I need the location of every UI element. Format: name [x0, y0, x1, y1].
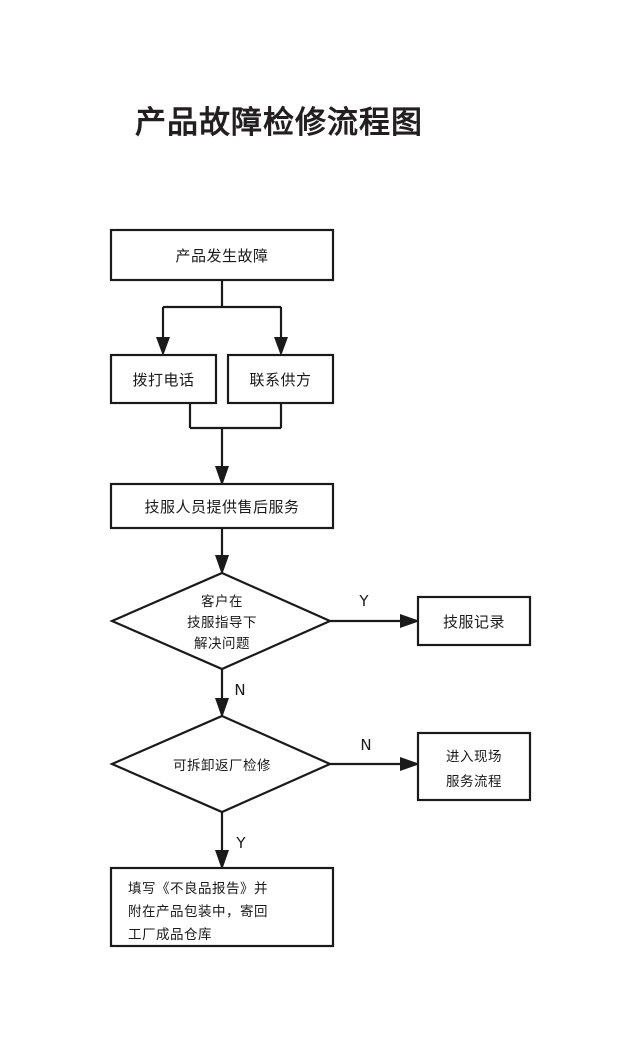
page-title: 产品故障检修流程图: [135, 105, 423, 141]
edge-calls-to-service: [188, 403, 283, 486]
node-label: 联系供方: [249, 371, 311, 389]
edge-decision1-no-to-decision2: [215, 669, 229, 718]
node-decision-customer-resolved[interactable]: 客户在 技服指导下 解决问题: [109, 571, 333, 671]
node-box[interactable]: [109, 353, 218, 405]
node-label: 产品发生故障: [175, 247, 268, 265]
node-label: 技服人员提供售后服务: [144, 498, 299, 516]
node-label: 技服记录: [443, 613, 505, 631]
edge-label-no-1: N: [234, 681, 245, 699]
node-label-line-1: 客户在: [201, 593, 243, 610]
edge-failure-to-split: [156, 280, 288, 356]
node-diamond[interactable]: [109, 571, 333, 671]
edge-label-no-2: N: [360, 736, 371, 754]
node-label-line-3: 工厂成品仓库: [128, 927, 212, 943]
node-after-sales-service[interactable]: 技服人员提供售后服务: [109, 482, 335, 530]
edge-decision1-yes-to-record: [330, 614, 420, 628]
node-label-line-1: 填写《不良品报告》并: [128, 881, 268, 897]
edge-decision2-no-to-onsite: [330, 757, 420, 771]
node-label-line-2: 服务流程: [446, 774, 502, 790]
node-box[interactable]: [416, 595, 532, 647]
node-box[interactable]: [109, 228, 335, 282]
edge-service-to-decision1: [215, 528, 229, 575]
arrowhead-icon: [274, 337, 288, 356]
node-service-record[interactable]: 技服记录: [416, 595, 532, 647]
arrowhead-icon: [156, 337, 170, 356]
arrowhead-icon: [215, 555, 229, 575]
node-label: 可拆卸返厂检修: [173, 758, 271, 774]
node-label-line-2: 技服指导下: [187, 615, 257, 631]
edge-label-yes-1: Y: [358, 592, 369, 610]
node-onsite-service-process[interactable]: 进入现场 服务流程: [416, 731, 532, 802]
node-make-call[interactable]: 拨打电话: [109, 353, 218, 405]
node-box[interactable]: [226, 353, 335, 405]
arrowhead-icon: [215, 850, 229, 870]
node-diamond[interactable]: [109, 714, 333, 814]
node-label: 拨打电话: [132, 371, 194, 389]
node-box[interactable]: [416, 731, 532, 802]
edge-label-yes-2: Y: [235, 834, 246, 852]
node-defect-report[interactable]: 填写《不良品报告》并 附在产品包装中，寄回 工厂成品仓库: [109, 866, 335, 948]
node-box[interactable]: [109, 866, 335, 948]
node-decision-returnable-to-factory[interactable]: 可拆卸返厂检修: [109, 714, 333, 814]
node-label-line-3: 解决问题: [194, 636, 250, 652]
arrowhead-icon: [215, 698, 229, 718]
node-label-line-2: 附在产品包装中，寄回: [128, 903, 268, 920]
arrowhead-icon: [215, 466, 229, 486]
arrowhead-icon: [400, 757, 420, 771]
node-box[interactable]: [109, 482, 335, 530]
node-contact-supplier[interactable]: 联系供方: [226, 353, 335, 405]
node-label-line-1: 进入现场: [446, 749, 502, 765]
edge-decision2-yes-to-report: [215, 812, 229, 870]
node-product-failure[interactable]: 产品发生故障: [109, 228, 335, 282]
arrowhead-icon: [400, 614, 420, 628]
